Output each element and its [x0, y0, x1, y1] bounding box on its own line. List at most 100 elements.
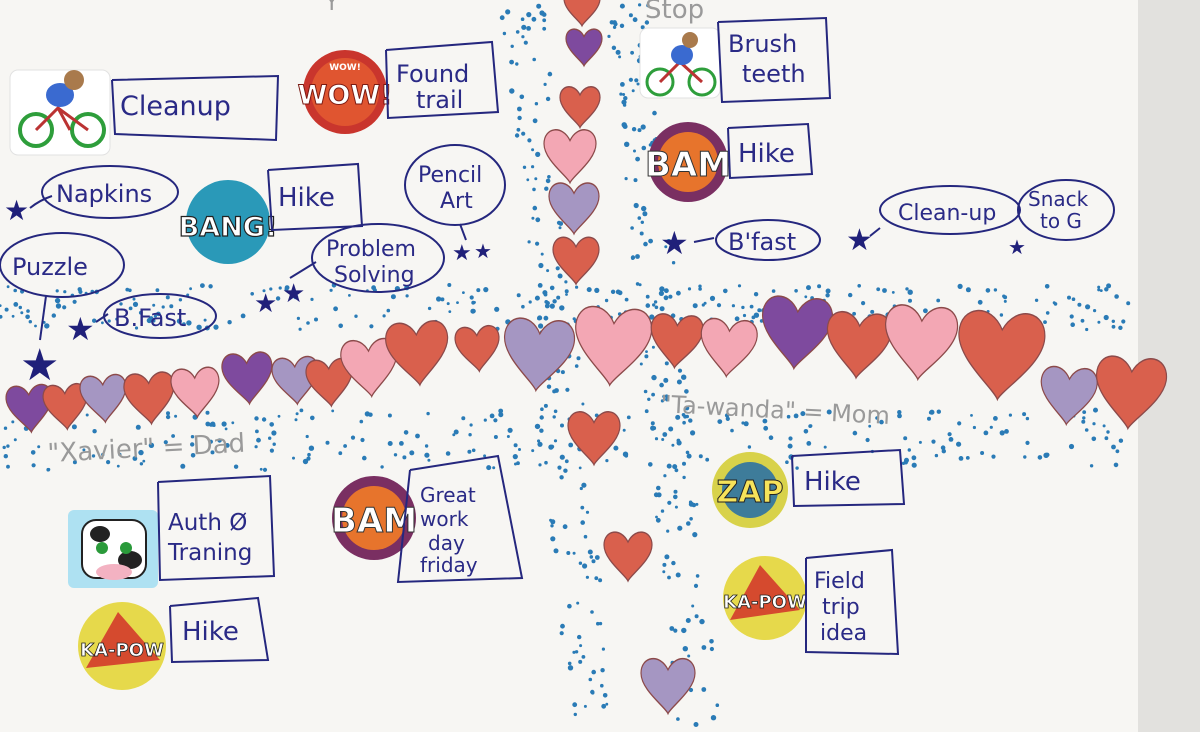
dot [662, 570, 666, 574]
dot [471, 448, 476, 453]
dot [676, 290, 681, 296]
dot [671, 261, 676, 265]
heart [123, 371, 175, 426]
dot [865, 437, 870, 443]
heart [640, 658, 696, 716]
dot [652, 110, 657, 116]
dot [240, 313, 246, 319]
dot [1085, 304, 1091, 310]
dot [644, 409, 649, 414]
dot [993, 416, 998, 421]
dot [604, 298, 609, 303]
dot [263, 300, 267, 304]
dot [659, 306, 665, 312]
dot [684, 389, 689, 394]
dot [918, 440, 922, 444]
dot [957, 421, 962, 426]
dot [623, 96, 628, 101]
dot [690, 430, 696, 436]
dot [224, 427, 228, 431]
dot [717, 419, 723, 424]
dot [509, 88, 515, 94]
dot [213, 324, 219, 330]
dot [965, 287, 971, 293]
dot [730, 428, 734, 433]
dot [269, 287, 273, 291]
dot [940, 445, 946, 451]
dot [749, 304, 754, 309]
dot [685, 618, 691, 623]
connector [95, 313, 109, 323]
note-box [385, 40, 500, 120]
dot [212, 424, 216, 427]
dot [531, 449, 535, 453]
dot [6, 285, 10, 289]
dot [677, 525, 683, 531]
dot [305, 434, 309, 439]
dot [977, 299, 983, 305]
dot [546, 269, 550, 273]
dot [190, 442, 195, 447]
dot [31, 463, 36, 468]
dot [633, 202, 639, 209]
dot [794, 289, 798, 293]
dot [586, 287, 592, 293]
dot [655, 517, 661, 523]
dot [470, 308, 476, 314]
connector [693, 237, 715, 243]
dot [1104, 436, 1109, 441]
dot [667, 500, 672, 505]
note-bfast-right: B'fast [728, 228, 796, 256]
dot [640, 25, 645, 30]
connector [459, 223, 467, 241]
note-box [111, 74, 280, 142]
dot [1081, 419, 1086, 424]
note-teeth: teeth [742, 60, 806, 88]
dot [699, 618, 705, 625]
dot [538, 463, 542, 467]
dot [675, 572, 681, 578]
dot [1043, 452, 1049, 458]
heart [504, 317, 576, 393]
dot [543, 403, 548, 408]
dot [793, 413, 799, 419]
dot [493, 435, 498, 439]
dot [269, 448, 274, 453]
dot [558, 226, 562, 230]
note-hike-bang: Hike [278, 183, 335, 213]
dot [298, 327, 302, 331]
dot [903, 460, 909, 465]
dot [673, 494, 678, 500]
sticker-kapow-text: KA-POW [80, 640, 164, 661]
dot [559, 475, 564, 480]
dot [687, 287, 692, 291]
dot [1008, 413, 1013, 417]
note-auth: Auth Ø [168, 510, 247, 536]
dot [682, 646, 688, 652]
dot [590, 610, 594, 614]
dot [1037, 455, 1043, 460]
wow-sticker: WOW! WOW! [297, 50, 393, 134]
dot [514, 133, 520, 138]
dot [663, 377, 669, 383]
heart [543, 129, 597, 185]
heart [762, 295, 834, 371]
dot [521, 131, 526, 136]
dot [91, 454, 96, 458]
dot [30, 450, 36, 455]
note-bfast-left: B.Fast [114, 304, 186, 332]
dot [743, 421, 749, 427]
dot [25, 314, 30, 320]
sticker-wow-small: WOW! [329, 63, 361, 73]
dot [506, 435, 510, 438]
dot [630, 226, 634, 230]
dot [152, 303, 156, 307]
dot [682, 420, 686, 425]
dot [521, 304, 525, 309]
heart [170, 366, 220, 419]
dot [742, 313, 747, 318]
dot [55, 303, 62, 309]
dot [509, 59, 514, 65]
caption-left: "Xavier" = Dad [47, 429, 246, 469]
dot [576, 601, 580, 605]
